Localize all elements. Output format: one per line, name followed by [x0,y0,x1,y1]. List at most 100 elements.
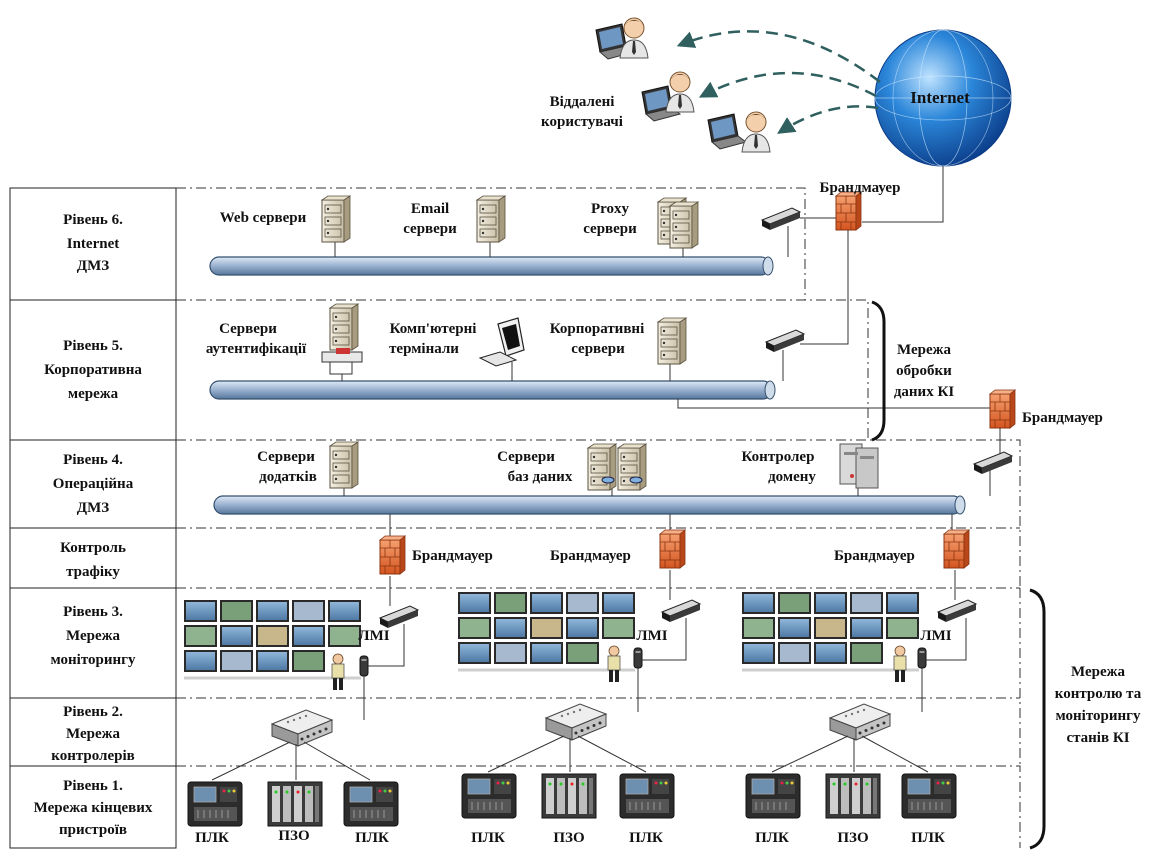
level-3-line-1: Рівень 3. [63,604,123,620]
network-ki-line-2: обробки [896,363,952,379]
terminals-line-2: термінали [389,341,459,357]
level-4-bus [213,495,963,515]
level-4-zone-border [176,439,1021,588]
remote-users-line-2: користувачі [541,114,623,130]
arrow-to-user-3 [777,105,879,134]
traffic-firewall-1-label: Брандмауер [412,548,493,564]
controller-switch-1-icon [271,709,333,747]
pzo-3-icon [825,773,881,819]
corp-servers-line-2: сервери [571,341,625,357]
pzo-1-icon [267,781,323,827]
network-control-line-4: станів КІ [1066,730,1129,746]
level-3-line-3: моніторингу [51,652,136,668]
plc-3-1-label: ПЛК [755,830,789,846]
operator-3-icon [893,645,907,683]
level-3-content: ЛМІ ЛМІ ЛМІ [182,590,977,720]
remote-users-line-1: Віддалені [550,94,615,110]
internet-to-firewall-link [862,166,944,223]
traffic-firewall-1-icon [379,535,406,575]
level-1-zone-border [176,765,1021,848]
level-5-content: Сервери аутентифікації Комп'ютерні термі… [206,230,992,409]
remote-user-1 [595,17,649,60]
computer-terminal-icon [478,317,525,367]
terminals-line-1: Комп'ютерні [390,321,477,337]
internet-label: Internet [910,88,970,107]
plc-2-2-icon [619,773,675,819]
db-servers-line-2: баз даних [508,469,573,485]
remote-user-3 [707,111,771,153]
internet-globe: Internet [874,29,1012,167]
app-server-icon [329,441,359,489]
domain-controller-line-1: Контролер [742,449,815,465]
level-3-line-2: Мережа [66,628,120,644]
traffic-control-line-1: Контроль [60,540,126,556]
level-4-line-3: ДМЗ [77,500,109,516]
corp-firewall-icon [989,389,1016,429]
plc-2-1-icon [461,773,517,819]
level-5-zone-border [176,299,869,440]
email-servers-line-1: Email [411,201,449,217]
level-1-box [9,765,177,849]
auth-server-icon [329,303,359,351]
plc-2-1-label: ПЛК [471,830,505,846]
network-control-bracket: Мережа контролю та моніторингу станів КІ [1029,588,1142,850]
level-6-router-icon [761,207,801,231]
auth-servers-line-1: Сервери [219,321,277,337]
dmz-firewall-icon [835,191,862,231]
pzo-1-label: ПЗО [278,828,309,844]
hmi-3-label: ЛМІ [920,628,951,644]
network-ki-line-3: даних КІ [894,384,954,400]
plc-1-1-label: ПЛК [195,830,229,846]
remote-arrows [676,30,881,134]
level-6-bus [209,256,771,276]
level-6-line-3: ДМЗ [77,258,109,274]
web-servers-label: Web сервери [220,210,307,226]
network-ki-line-1: Мережа [897,342,951,358]
email-servers-line-2: сервери [403,221,457,237]
level-4-line-1: Рівень 4. [63,452,123,468]
hmi-pc-2-icon [633,647,643,669]
domain-controller-icon [839,443,879,489]
zone-borders [176,187,1021,848]
level-4-content: Сервери додатків Сервери баз даних Контр… [213,441,1013,515]
db-server-icon [587,443,647,491]
level-5-line-2: Корпоративна [44,362,142,378]
auth-servers-line-2: аутентифікації [206,341,307,357]
corp-firewall-label: Брандмауер [1022,410,1103,426]
level-5-line-1: Рівень 5. [63,338,123,354]
level-5-line-3: мережа [68,386,119,402]
level-3-router-1-icon [379,605,419,629]
level-4-line-2: Операційна [53,476,134,492]
level-2-line-2: Мережа [66,726,120,742]
monitor-wall-3-icon [740,590,921,672]
operator-1-icon [331,653,345,691]
arrow-to-user-1 [676,30,881,83]
email-server-icon [476,195,506,243]
corp-firewall: Брандмауер [989,389,1103,454]
level-2-content [271,703,891,747]
plc-2-2-label: ПЛК [629,830,663,846]
plc-1-1-icon [187,781,243,827]
hmi-pc-3-icon [917,647,927,669]
web-server-icon [321,195,351,243]
level-6-content: Web сервери Email сервери Proxy сервери … [209,180,900,276]
network-control-line-3: моніторингу [1056,708,1141,724]
traffic-control-content: Брандмауер Брандмауер Брандмауер [379,514,970,606]
arrow-to-user-2 [698,71,877,98]
plc-1-2-label: ПЛК [355,830,389,846]
corp-servers-line-1: Корпоративні [550,321,645,337]
operator-2-icon [607,645,621,683]
traffic-firewall-3-icon [943,529,970,569]
domain-controller-line-2: домену [768,469,816,485]
plc-3-1-icon [745,773,801,819]
level-4-router-icon [973,451,1013,475]
traffic-firewall-3-label: Брандмауер [834,548,915,564]
pzo-3-label: ПЗО [837,830,868,846]
hmi-1-label: ЛМІ [358,628,389,644]
level-3-router-2-icon [661,599,701,623]
pzo-2-label: ПЗО [553,830,584,846]
level-labels-column: Рівень 6. Internet ДМЗ Рівень 5. Корпора… [9,187,177,849]
level-5-bus [209,380,773,400]
level-2-line-1: Рівень 2. [63,704,123,720]
